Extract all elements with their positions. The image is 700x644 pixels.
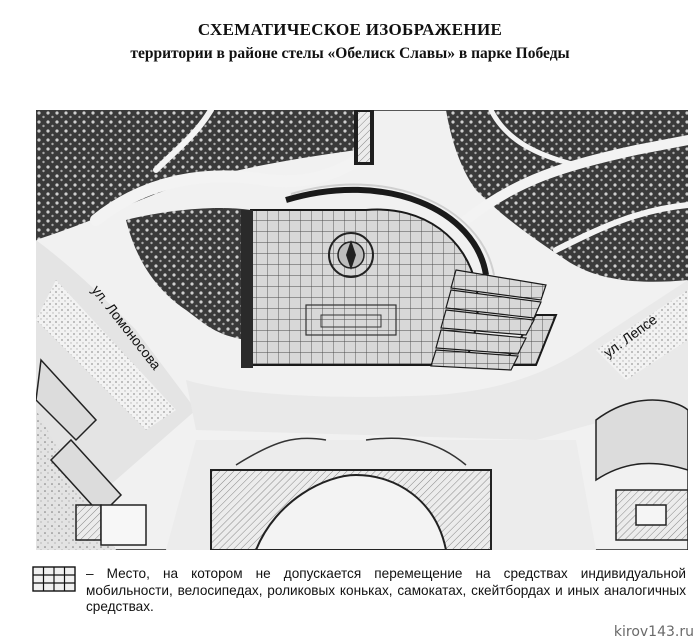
park-paths bbox=[90, 110, 688, 253]
lawn-strip-right bbox=[596, 290, 688, 380]
buildings-right bbox=[595, 399, 688, 541]
building-bottom-left bbox=[100, 504, 147, 546]
legend-description: – Место, на котором не допускается перем… bbox=[86, 566, 686, 616]
schematic-map: ул. Ломоносова ул. Лепсе bbox=[36, 110, 688, 550]
plaza-staircase bbox=[430, 269, 547, 371]
plaza-west-wall bbox=[241, 210, 253, 368]
legend-dash: – bbox=[86, 566, 94, 581]
legend-grid-swatch bbox=[32, 566, 76, 592]
legend-text: Место, на котором не допускается перемещ… bbox=[86, 566, 687, 614]
buildings-left bbox=[36, 358, 123, 541]
watermark: kirov143.ru bbox=[613, 624, 694, 640]
map-subtitle: территории в районе стелы «Обелиск Славы… bbox=[130, 45, 570, 62]
map-title: СХЕМАТИЧЕСКОЕ ИЗОБРАЖЕНИЕ bbox=[197, 20, 503, 39]
lawn-strip-left bbox=[36, 280, 176, 430]
lower-square bbox=[210, 437, 492, 550]
obelisk-emblem bbox=[305, 232, 397, 336]
